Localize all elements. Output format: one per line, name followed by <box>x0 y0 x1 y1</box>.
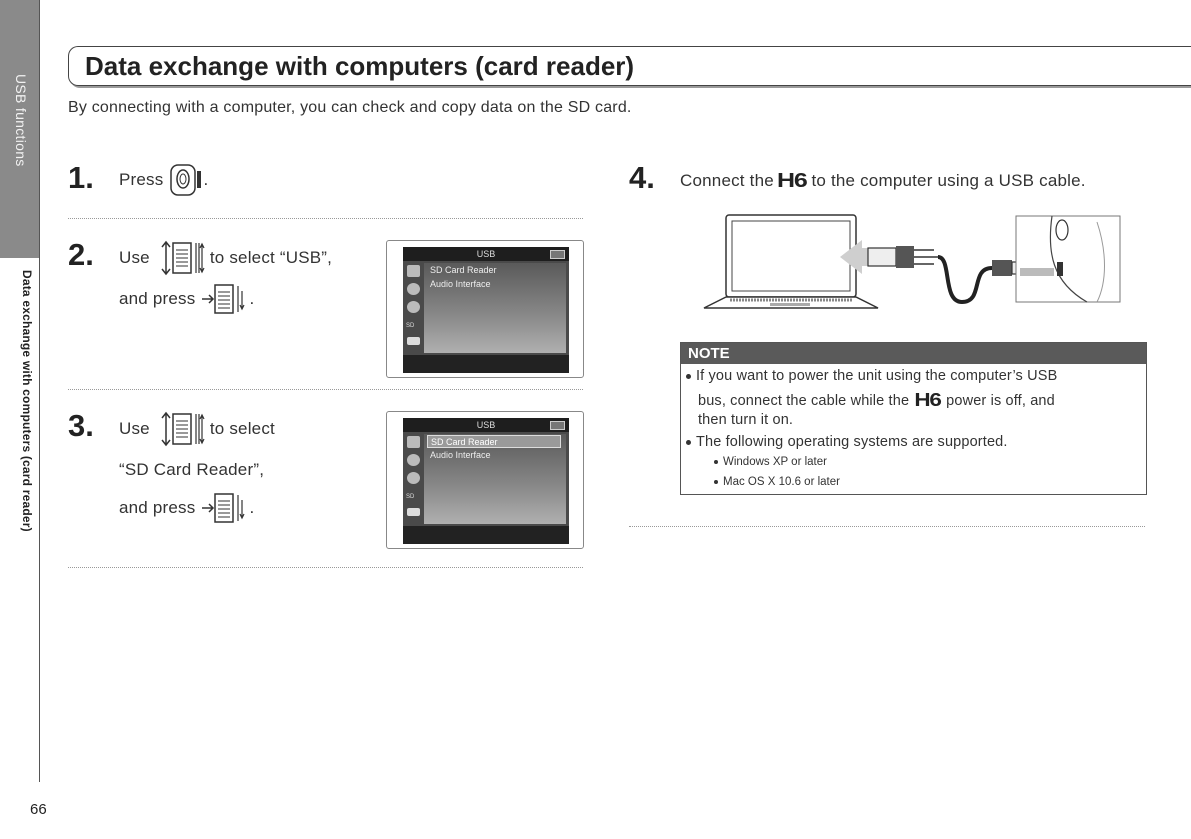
menu-item-sd-card-reader: SD Card Reader <box>430 265 497 275</box>
lcd-screen-usb: USB SD SD Card Reader Audio Interface <box>386 240 584 378</box>
lcd-display: USB SD SD Card Reader Audio Interface <box>403 418 569 544</box>
step-1-number: 1. <box>68 160 94 195</box>
step-4-text-b: to the computer using a USB cable. <box>811 171 1086 190</box>
note-bullet-2: The following operating systems are supp… <box>686 434 1008 450</box>
gear-icon <box>407 283 420 295</box>
menu-item-sd-card-reader: SD Card Reader <box>427 435 561 448</box>
lcd-display: USB SD SD Card Reader Audio Interface <box>403 247 569 373</box>
separator <box>68 389 583 390</box>
step-4-number: 4. <box>629 160 655 195</box>
intro-text: By connecting with a computer, you can c… <box>68 99 632 116</box>
lcd-menu-icons: SD <box>403 261 423 361</box>
wheel-press-icon <box>201 283 249 315</box>
wheel-press-icon <box>201 492 249 524</box>
lcd-title: USB <box>403 247 569 261</box>
step-3-text-d: . <box>249 498 255 517</box>
h6-logo: H6 <box>776 169 808 192</box>
note-box: NOTE If you want to power the unit using… <box>680 342 1147 495</box>
os-text: Mac OS X 10.6 or later <box>723 476 840 488</box>
mic-icon <box>407 436 420 448</box>
scroll-wheel-icon <box>160 240 206 276</box>
gear-icon <box>407 454 420 466</box>
lcd-menu: SD Card Reader Audio Interface <box>424 263 566 353</box>
bullet-icon <box>714 479 718 484</box>
step-1-text-b: . <box>203 170 209 189</box>
bullet-icon <box>714 459 718 464</box>
battery-icon <box>550 250 565 259</box>
usb-connection-illustration <box>702 212 1122 312</box>
lcd-screen-usb-selected: USB SD SD Card Reader Audio Interface <box>386 411 584 549</box>
lcd-menu: SD Card Reader Audio Interface <box>424 434 566 524</box>
step-3-text-a: Use <box>119 419 150 438</box>
note-bullet-1-line-1: If you want to power the unit using the … <box>686 368 1057 384</box>
step-2-text-a: Use <box>119 248 150 267</box>
menu-item-audio-interface: Audio Interface <box>430 450 491 460</box>
title-box: Data exchange with computers (card reade… <box>68 46 1191 86</box>
usb-icon <box>407 508 420 516</box>
note-heading: NOTE <box>681 343 1146 364</box>
step-2-text-b: to select “USB”, <box>209 248 333 267</box>
bullet-icon <box>686 439 691 445</box>
note-bullet-1-line-2: bus, connect the cable while the H6 powe… <box>698 390 1055 411</box>
scroll-wheel-icon <box>160 411 206 447</box>
menu-item-audio-interface: Audio Interface <box>430 279 491 289</box>
note-bullet-1-line-3: then turn it on. <box>698 412 794 428</box>
h6-logo: H6 <box>914 390 943 410</box>
mic-icon <box>407 265 420 277</box>
step-2-number: 2. <box>68 237 94 272</box>
usb-icon <box>407 337 420 345</box>
speaker-icon <box>407 472 420 484</box>
chapter-label: Data exchange with computers (card reade… <box>20 270 34 532</box>
note-text: bus, connect the cable while the <box>698 392 910 409</box>
separator <box>629 526 1145 527</box>
note-text: If you want to power the unit using the … <box>696 368 1058 384</box>
separator <box>68 567 583 568</box>
os-item-mac: Mac OS X 10.6 or later <box>714 476 840 488</box>
step-2-text-c: and press <box>119 289 196 308</box>
step-3-number: 3. <box>68 408 94 443</box>
page-number: 66 <box>30 801 47 818</box>
lcd-status-bar <box>403 355 569 373</box>
bullet-icon <box>686 373 691 379</box>
os-text: Windows XP or later <box>723 456 827 468</box>
step-2-text-d: . <box>249 289 255 308</box>
step-3-text-b: to select <box>209 419 275 438</box>
note-text: power is off, and <box>946 392 1055 409</box>
section-tab: USB functions <box>0 0 39 258</box>
lcd-menu-icons: SD <box>403 432 423 532</box>
page-title: Data exchange with computers (card reade… <box>85 51 635 81</box>
lcd-status-bar <box>403 526 569 544</box>
step-4-text: Connect the H6 to the computer using a U… <box>680 168 1086 194</box>
section-tab-label: USB functions <box>13 74 29 167</box>
step-2-line1: Use to select “USB”, <box>119 240 332 276</box>
lcd-title: USB <box>403 418 569 432</box>
sidebar-divider <box>39 0 40 782</box>
menu-button-icon <box>169 164 203 196</box>
step-3-text-c: and press <box>119 498 196 517</box>
step-2-line2: and press . <box>119 283 254 315</box>
sd-card-label: SD <box>406 323 415 329</box>
step-1-text-a: Press <box>119 170 164 189</box>
separator <box>68 218 583 219</box>
speaker-icon <box>407 301 420 313</box>
battery-icon <box>550 421 565 430</box>
os-item-windows: Windows XP or later <box>714 456 827 468</box>
step-3-line2: “SD Card Reader”, <box>119 460 265 479</box>
step-3-line1: Use to select <box>119 411 275 447</box>
sd-card-label: SD <box>406 494 415 500</box>
step-1-text: Press . <box>119 163 208 197</box>
note-text: The following operating systems are supp… <box>696 434 1008 450</box>
step-3-line3: and press . <box>119 492 254 524</box>
step-4-text-a: Connect the <box>680 171 774 190</box>
